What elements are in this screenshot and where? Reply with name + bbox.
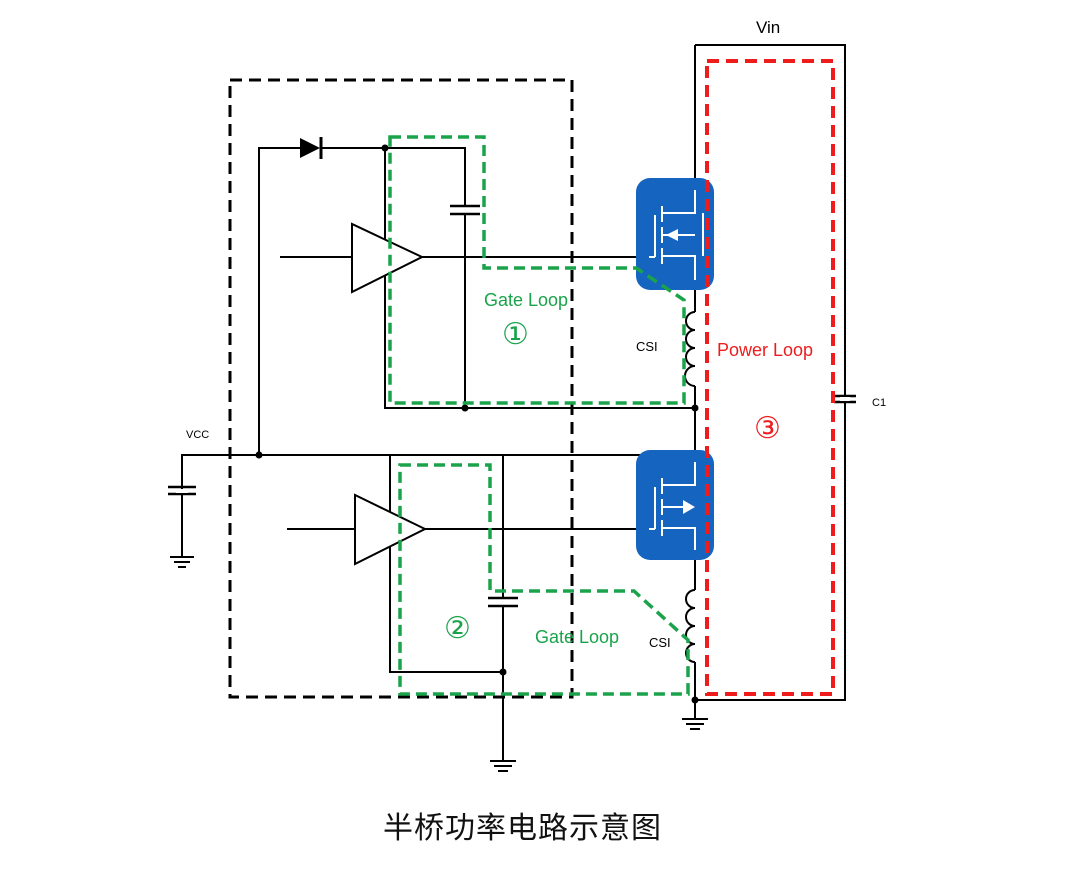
bootstrap-capacitor <box>450 204 480 216</box>
power-loop-label: Power Loop <box>717 340 814 360</box>
wires <box>181 44 856 760</box>
low-side-capacitor <box>488 596 518 608</box>
ground-icon <box>682 718 708 730</box>
gate-loop-bottom-label: Gate Loop <box>535 627 620 647</box>
csi-inductor-top <box>684 311 696 387</box>
gate-loop-top-label: Gate Loop <box>484 290 569 310</box>
high-side-mosfet <box>636 178 714 290</box>
ground-icon <box>490 760 516 772</box>
csi-inductor-bottom <box>685 589 696 663</box>
power-loop <box>705 59 835 696</box>
bootstrap-diode <box>300 137 323 159</box>
csi-bottom-label: CSI <box>649 635 671 650</box>
low-side-mosfet <box>636 450 714 560</box>
ground-icon <box>170 556 194 568</box>
junction-dots <box>255 144 699 704</box>
loop1-marker: ① <box>502 317 529 352</box>
high-side-driver <box>351 222 425 294</box>
loop2-marker: ② <box>444 611 471 646</box>
vin-label: Vin <box>756 18 781 37</box>
gate-loop-2 <box>398 463 690 696</box>
driver-boundary <box>228 78 574 699</box>
diagram-caption: 半桥功率电路示意图 <box>383 811 662 846</box>
vcc-label: VCC <box>186 429 210 441</box>
low-side-driver <box>354 493 428 566</box>
c1-label: C1 <box>872 397 887 409</box>
loop3-marker: ③ <box>754 411 781 446</box>
gate-loop-1 <box>388 135 686 405</box>
csi-top-label: CSI <box>636 339 658 354</box>
